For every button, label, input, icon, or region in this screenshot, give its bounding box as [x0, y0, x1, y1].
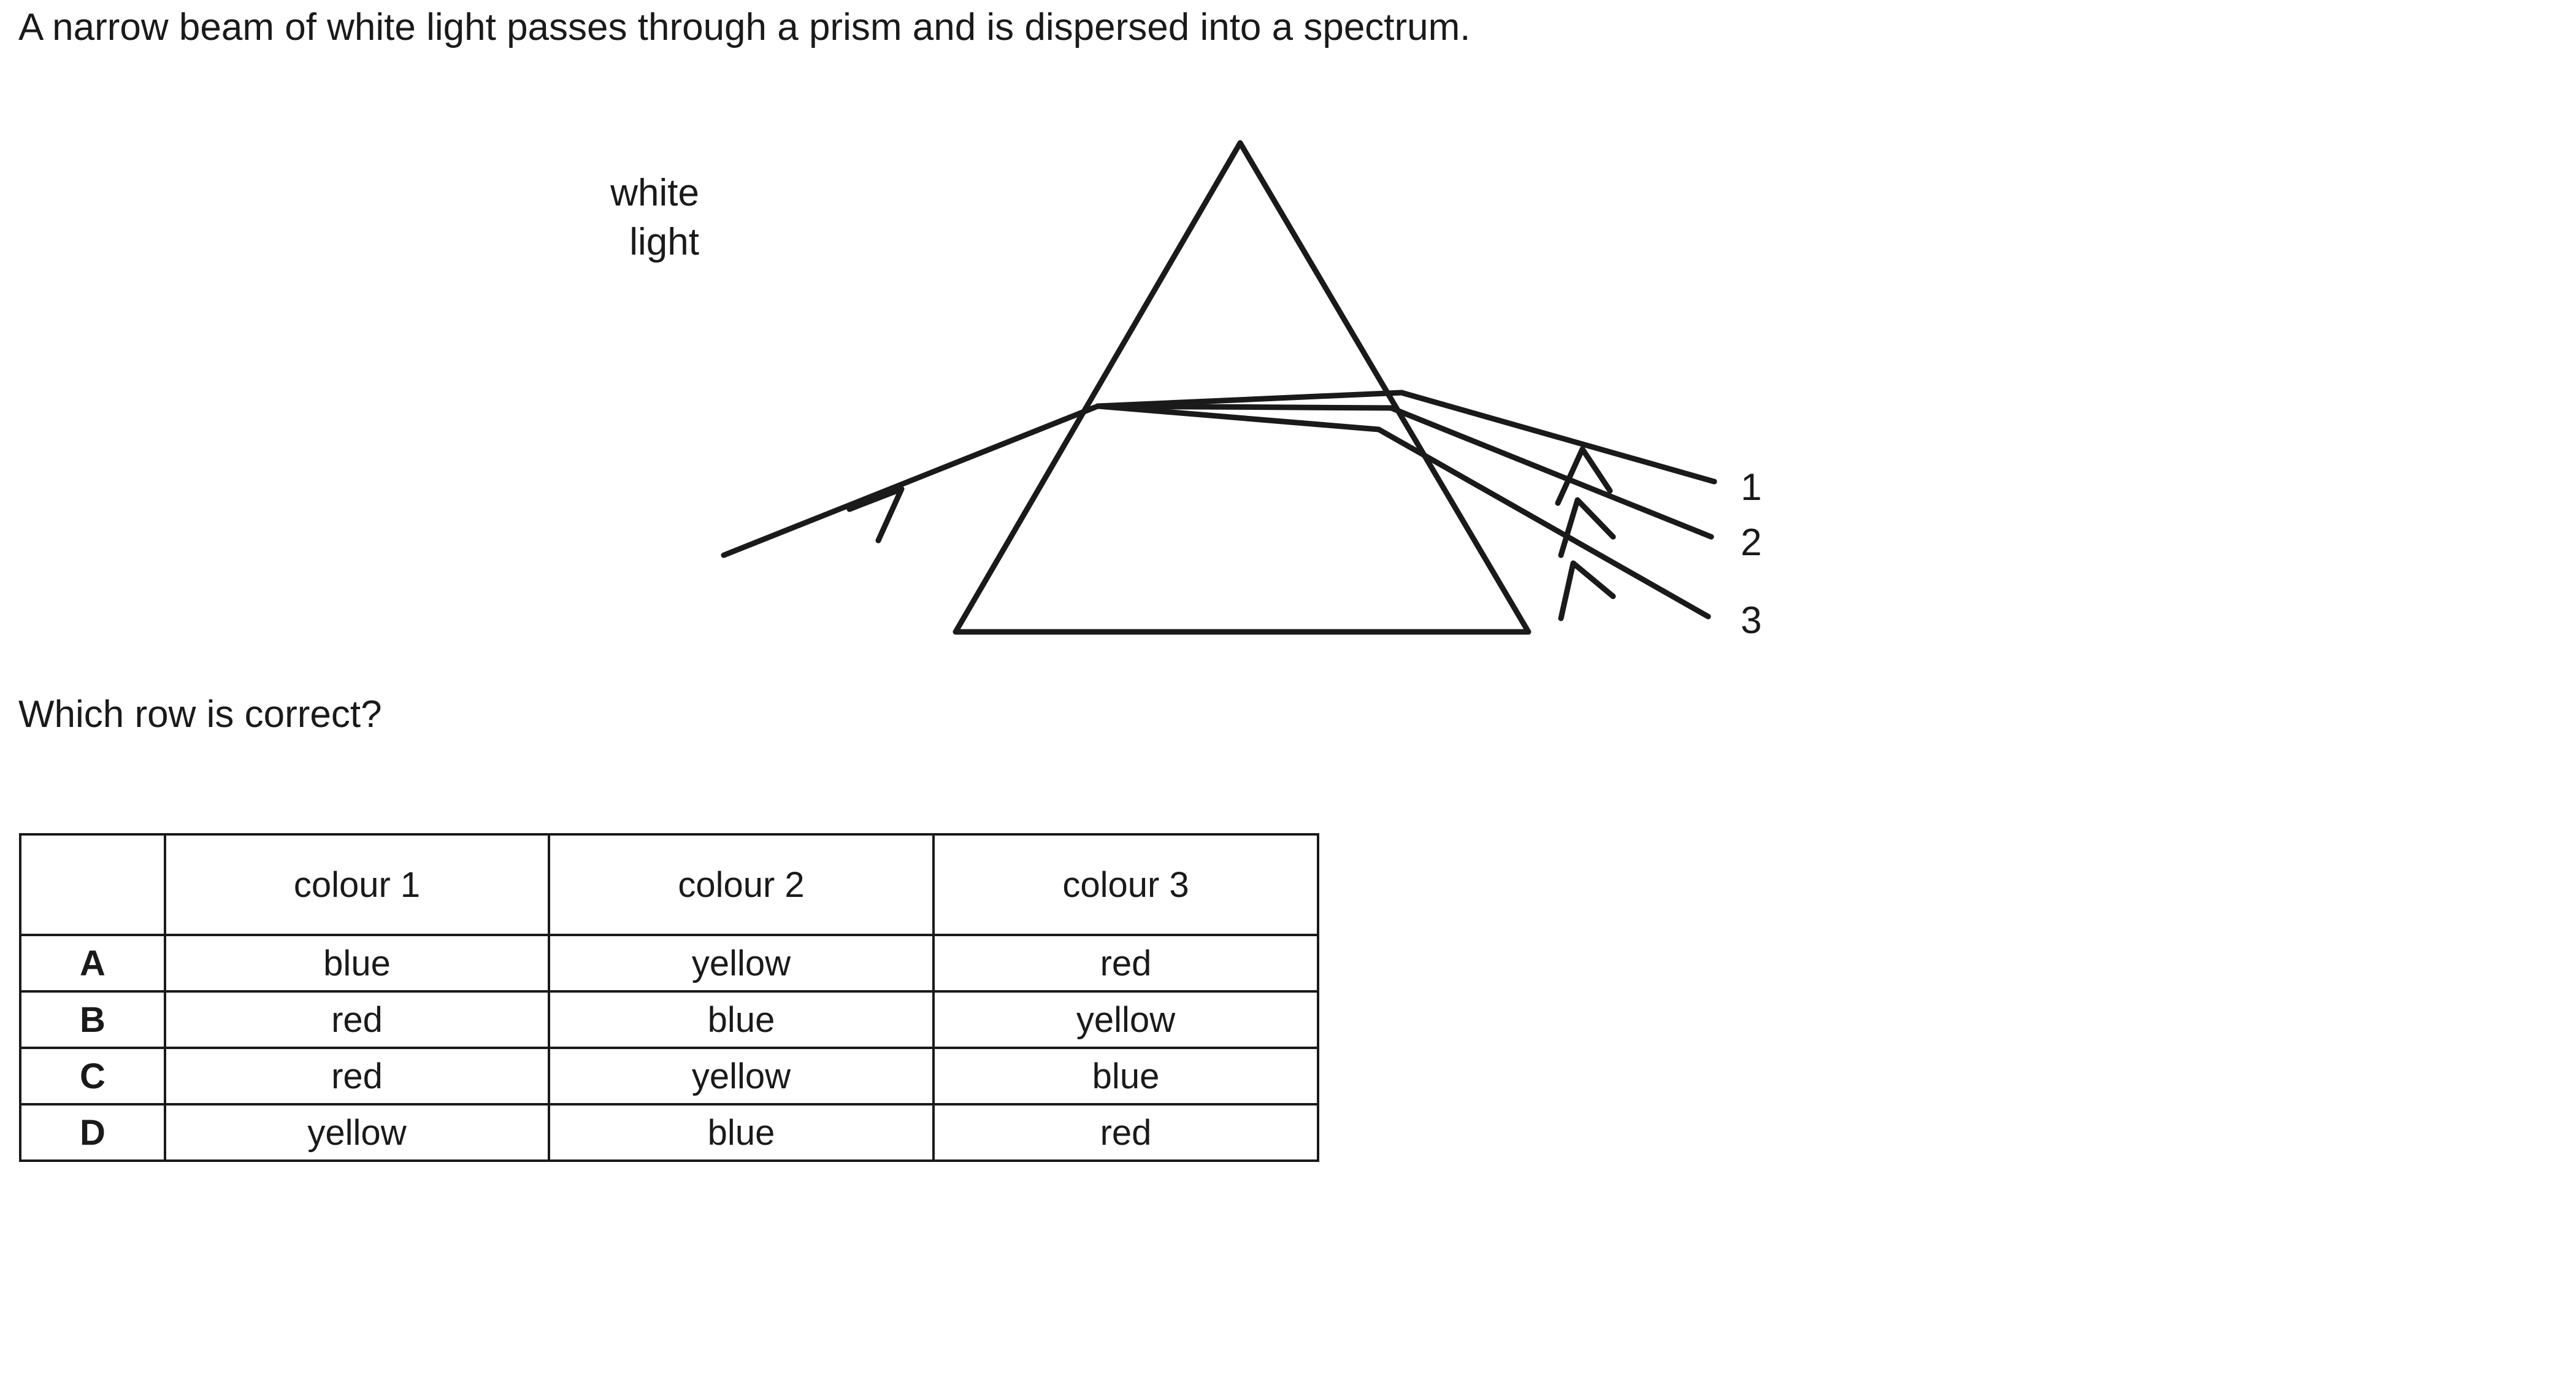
header-cell-colour1: colour 1: [164, 833, 550, 936]
white-light-label-line1: white: [610, 172, 699, 214]
option-b-colour1: red: [164, 990, 550, 1049]
incident-ray-arrowhead: [846, 486, 905, 544]
table-header-row: colour 1 colour 2 colour 3: [19, 833, 1319, 936]
option-letter-d: D: [19, 1103, 166, 1162]
emergent-ray-label-2: 2: [1741, 521, 1761, 564]
emergent-ray-label-1: 1: [1741, 466, 1761, 509]
answer-options-table: colour 1 colour 2 colour 3 A blue yellow…: [19, 833, 1319, 1162]
internal-ray-3: [1095, 403, 1382, 433]
option-d-colour3: red: [932, 1103, 1319, 1162]
table-row[interactable]: C red yellow blue: [19, 1047, 1319, 1106]
option-c-colour2: yellow: [548, 1047, 935, 1106]
header-cell-colour3: colour 3: [932, 833, 1319, 936]
option-letter-a: A: [19, 934, 166, 993]
option-a-colour3: red: [932, 934, 1319, 993]
table-row[interactable]: B red blue yellow: [19, 990, 1319, 1049]
option-c-colour1: red: [164, 1047, 550, 1106]
question-prompt: Which row is correct?: [18, 693, 382, 736]
emergent-ray-label-3: 3: [1741, 599, 1761, 642]
emergent-ray-1: [1398, 390, 1717, 485]
table-row[interactable]: D yellow blue red: [19, 1103, 1319, 1162]
prism-dispersion-diagram: white light 1 2 3: [0, 104, 1963, 675]
prism-triangle: [953, 140, 1531, 635]
emergent-ray-2: [1388, 405, 1714, 540]
question-stem: A narrow beam of white light passes thro…: [18, 6, 1471, 48]
option-d-colour1: yellow: [164, 1103, 550, 1162]
table-row[interactable]: A blue yellow red: [19, 934, 1319, 993]
option-b-colour2: blue: [548, 990, 935, 1049]
incident-ray: [721, 403, 1101, 558]
header-cell-blank: [19, 833, 166, 936]
option-a-colour1: blue: [164, 934, 550, 993]
option-letter-b: B: [19, 990, 166, 1049]
option-c-colour3: blue: [932, 1047, 1319, 1106]
option-b-colour3: yellow: [932, 990, 1319, 1049]
option-d-colour2: blue: [548, 1103, 935, 1162]
emergent-ray-3: [1376, 426, 1711, 620]
internal-ray-2: [1095, 403, 1394, 411]
emergent-ray-3-arrowhead: [1558, 560, 1616, 621]
white-light-label-line2: light: [629, 221, 699, 263]
option-letter-c: C: [19, 1047, 166, 1106]
emergent-ray-1-arrowhead: [1555, 446, 1613, 506]
option-a-colour2: yellow: [548, 934, 935, 993]
header-cell-colour2: colour 2: [548, 833, 935, 936]
